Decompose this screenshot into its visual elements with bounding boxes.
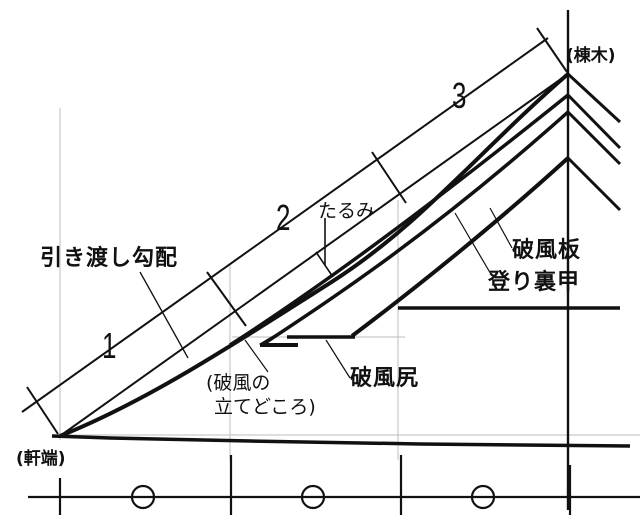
division-1: 1 [102,325,117,366]
rising-soffit-label: 登り裏甲 [488,270,581,295]
bargeboard-start-label-line1: (破風の [206,372,271,394]
baseline-axis [28,455,640,515]
soffit-line [350,156,570,338]
division-3: 3 [452,75,467,116]
leader-straight-slope [139,271,189,359]
bargeboard-butt [259,328,355,347]
bargeboard-top-curve [59,72,570,438]
straight-slope-label: 引き渡し勾配 [40,246,179,271]
eave-line [51,434,631,448]
ridge-label: (棟木) [566,46,616,66]
eave-end-label: (軒端) [16,449,66,469]
leaders [244,207,513,379]
bargeboard-butt-label: 破風尻 [350,366,420,391]
division-2: 2 [276,197,291,238]
bargeboard-curve-2 [229,93,570,347]
sag-label: たるみ [318,200,376,222]
ridge-chevrons [566,72,622,212]
straight-slope-line [59,73,569,437]
sag-dimension [315,218,334,278]
bargeboard-curve-3 [261,110,570,347]
bargeboard-label: 破風板 [512,238,582,263]
bargeboard-start-label-line2: 立てどころ) [214,396,316,418]
